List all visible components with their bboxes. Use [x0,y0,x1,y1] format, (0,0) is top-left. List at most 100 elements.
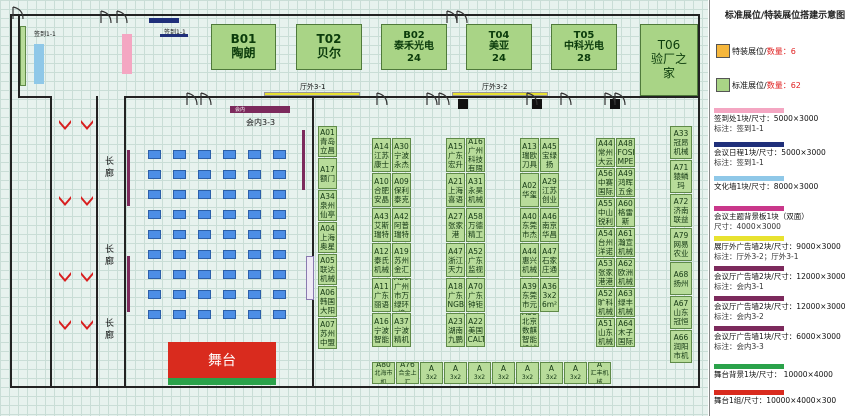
seat [148,210,161,219]
meeting-schedule-board [160,34,188,37]
seat [148,230,161,239]
a13-column-booth[interactable]: A38北京数麒智能机械 [520,313,539,347]
seat [198,290,211,299]
stage[interactable]: 舞台 [168,342,276,378]
right-wall [698,14,700,388]
chevron-down-icon [59,120,71,130]
booth-t04[interactable]: T04 美亚 24 [466,24,532,70]
booth-t02[interactable]: T02 贝尔 [296,24,362,70]
booth-b01[interactable]: B01 陶朗 [211,24,276,70]
left-wall [10,14,12,388]
legend-color-bar [714,266,784,271]
booth-t05[interactable]: T05 中科光电 28 [551,24,617,70]
door-icon [438,92,450,106]
seat [198,190,211,199]
sign-label: 签到1-1 [34,31,56,38]
outdoor-ad-wall-3-2 [452,92,548,96]
door-icon [116,10,128,24]
seat [273,310,286,319]
a30-column-booth[interactable]: A20广州市万绿环境 [392,278,411,312]
seat [198,170,211,179]
booth-b02[interactable]: B02 泰禾光电 24 [381,24,447,70]
chevron-down-icon [59,272,71,282]
seat [173,290,186,299]
seat [173,230,186,239]
booth-t06[interactable]: T06 验厂之家 [640,24,698,96]
